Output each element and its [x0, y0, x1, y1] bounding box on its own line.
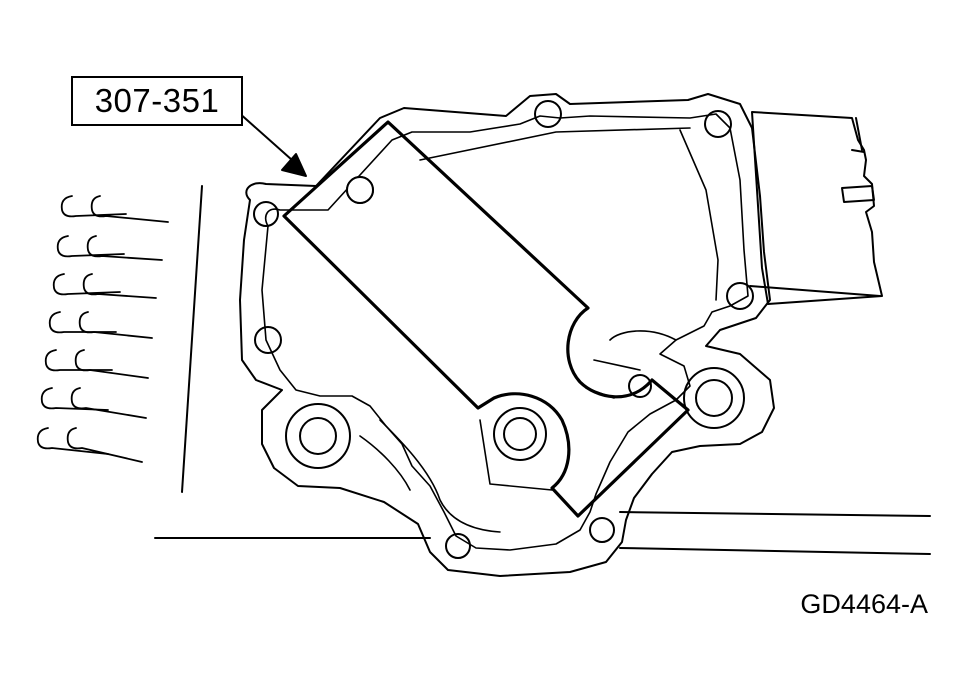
electrical-connector — [751, 111, 883, 305]
arrow-head-icon — [281, 153, 307, 177]
bolt-hole — [253, 201, 279, 227]
housing-gasket — [261, 113, 749, 551]
housing-details — [359, 127, 719, 533]
boss-outer — [285, 403, 351, 469]
rail-lines — [154, 285, 931, 555]
bolt-hole — [534, 100, 562, 128]
alignment-tool — [282, 120, 690, 518]
figure-code: GD4464-A — [800, 589, 928, 619]
bolt-hole — [254, 326, 282, 354]
tool-number-callout: 307-351 — [71, 76, 243, 126]
bolt-hole — [589, 517, 615, 543]
tool-number-label: 307-351 — [94, 82, 220, 119]
bolt-hole — [726, 282, 754, 310]
tool-hole — [346, 176, 374, 204]
tooth-pattern — [36, 195, 169, 463]
boss-inner — [503, 417, 537, 451]
boss-outer — [683, 367, 745, 429]
boss-inner — [695, 379, 733, 417]
bolt-hole — [445, 533, 471, 559]
bolt-hole — [628, 374, 652, 398]
housing-bosses — [285, 367, 745, 469]
divider-line — [181, 185, 203, 493]
callout-leader — [237, 111, 307, 177]
boss-inner — [299, 417, 337, 455]
sensor-housing — [239, 93, 775, 577]
boss-outer — [493, 407, 547, 461]
bolt-hole — [704, 110, 732, 138]
